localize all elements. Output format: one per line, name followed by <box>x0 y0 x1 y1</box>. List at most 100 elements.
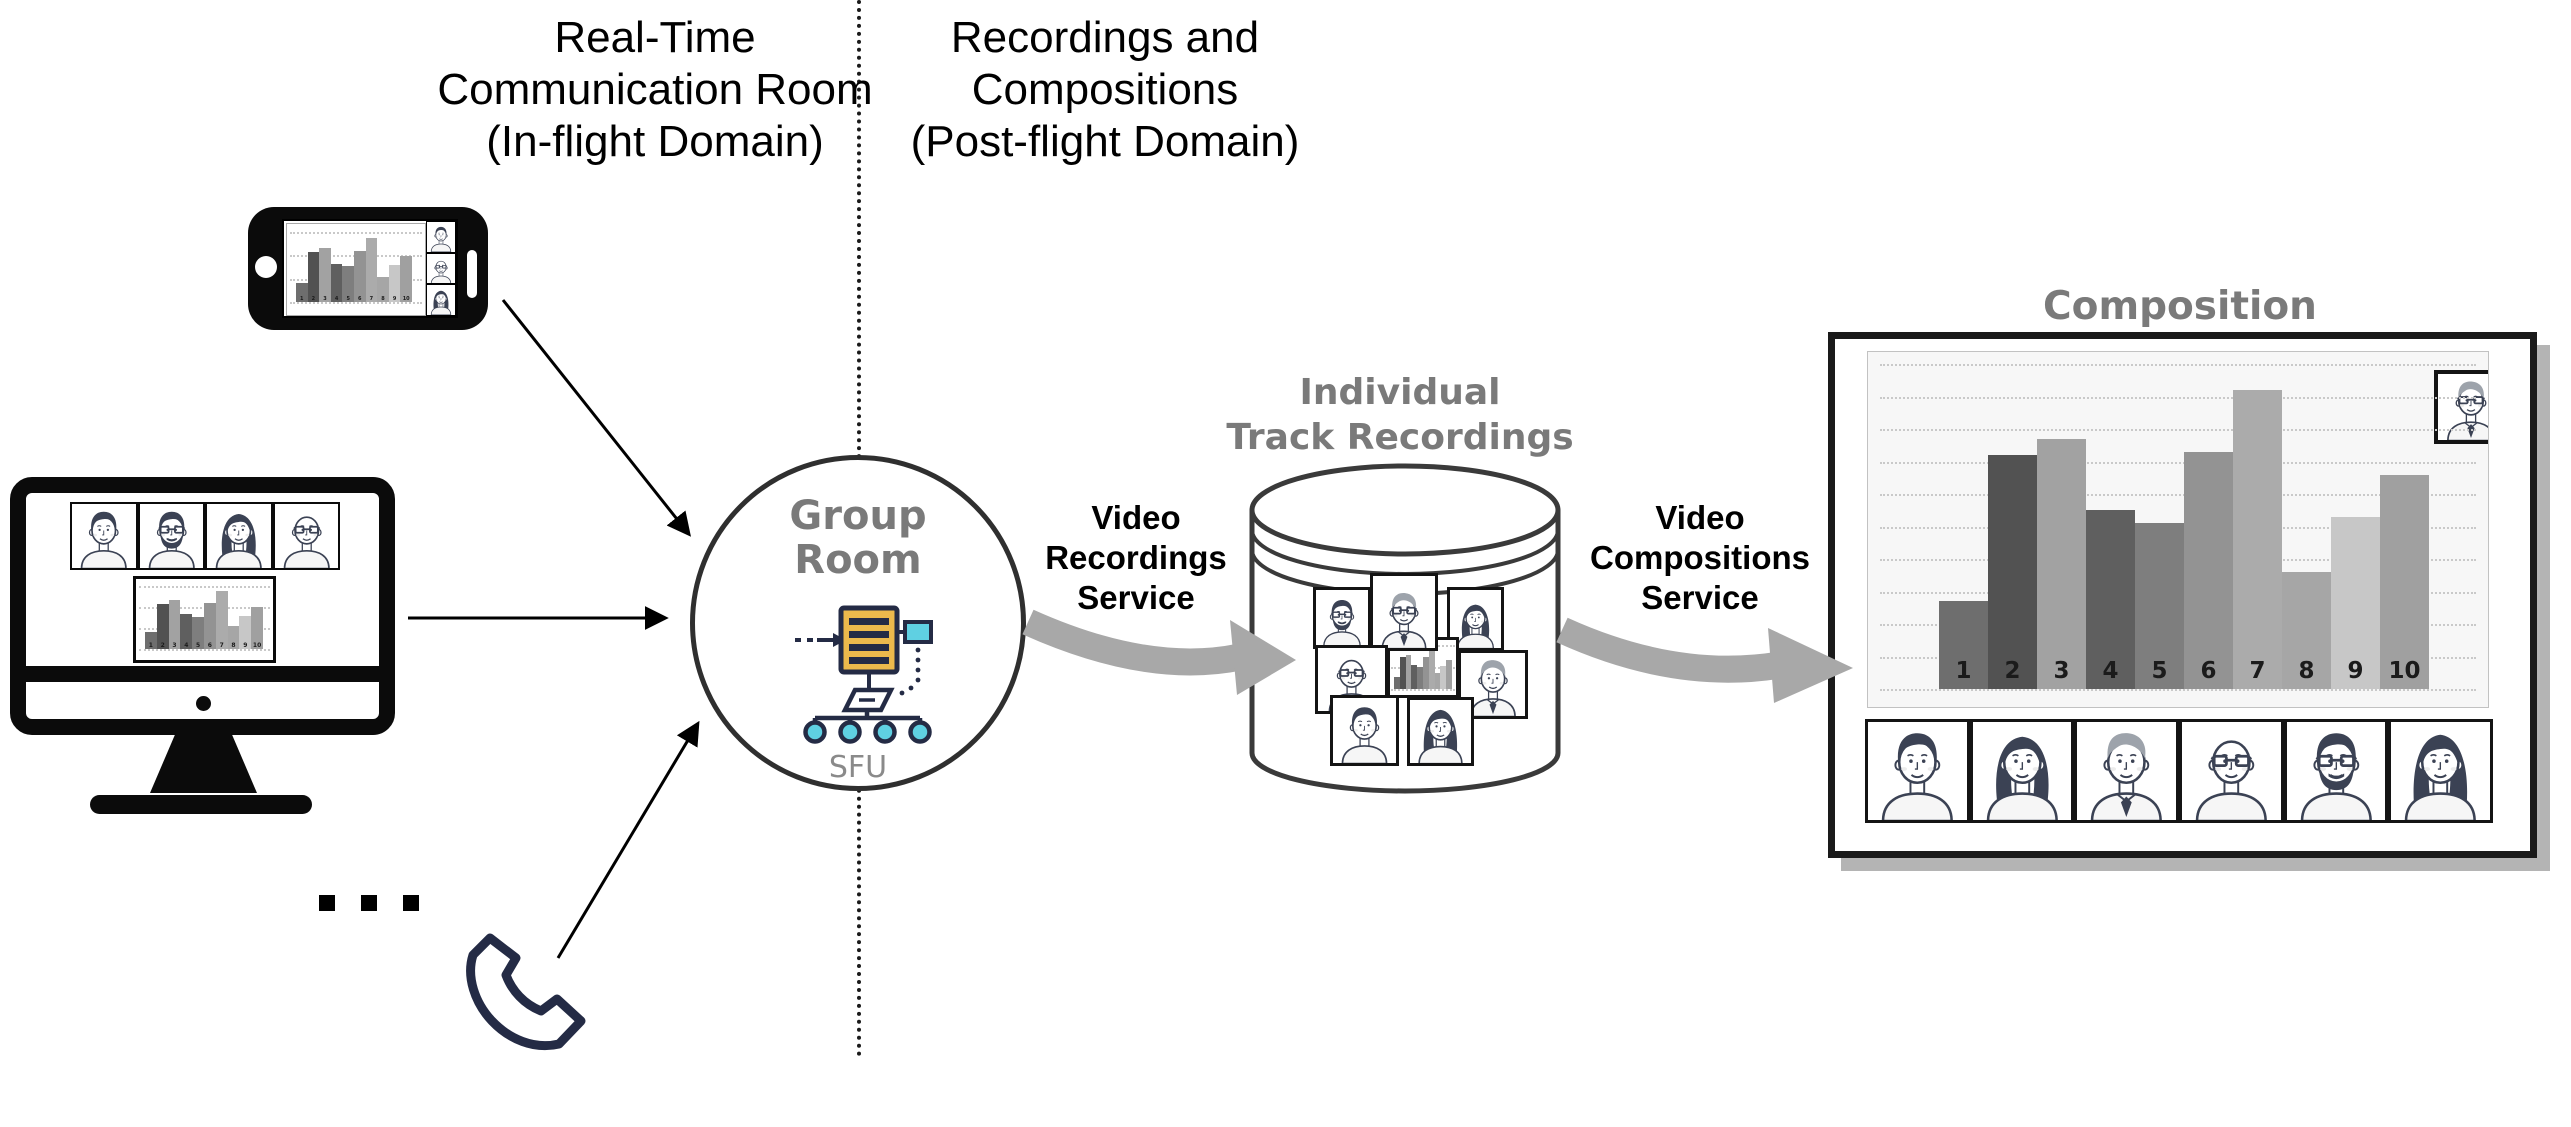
composition-title: Composition <box>2043 284 2317 329</box>
chart-x-label: 5 <box>346 296 350 302</box>
title-line: Compositions <box>971 65 1239 114</box>
chart-bar-10 <box>400 255 412 302</box>
recorded-track-card-man <box>1330 695 1399 766</box>
chart-x-label: 9 <box>392 296 397 302</box>
chart-x-label: 10 <box>402 296 410 302</box>
participant-thumbnail-man <box>70 502 138 570</box>
chart-x-label: 8 <box>2298 658 2315 684</box>
strip-participant-man <box>1865 719 1970 823</box>
chart-bar-4 <box>330 263 343 302</box>
chart-bar-5 <box>192 616 204 649</box>
device-to-room-arrows <box>408 299 700 959</box>
chart-x-label: 6 <box>207 642 212 649</box>
chart-x-label: 5 <box>2151 658 2168 684</box>
recorded-track-card-woman2 <box>1407 697 1474 766</box>
in-flight-domain-title: Real-Time Communication Room (In-flight … <box>380 12 930 168</box>
chart-gridline <box>289 232 423 234</box>
recorded-track-card-tieGlasses <box>1370 573 1438 651</box>
chart-bar-6 <box>204 603 216 649</box>
chart-x-label: 8 <box>381 296 385 302</box>
monitor-band <box>26 666 379 682</box>
chart-x-label: 7 <box>2249 658 2266 684</box>
chart-bar-2 <box>1988 455 2037 689</box>
chart-x-label: 2 <box>2004 658 2021 684</box>
strip-participant-tie <box>2074 719 2180 823</box>
chart-gridline <box>138 586 271 588</box>
participant-thumbnail-woman <box>205 502 273 570</box>
chart-x-label: 5 <box>196 642 201 649</box>
strip-participant-woman2 <box>2388 719 2494 823</box>
chart-bar-10 <box>251 607 263 649</box>
chart-bar-8 <box>227 626 240 649</box>
chart-bar-1 <box>296 283 308 302</box>
chart-x-label: 3 <box>172 642 177 649</box>
chart-gridline <box>1880 364 2476 366</box>
smartphone-speaker <box>467 250 477 298</box>
chart-bar-10 <box>2380 474 2429 689</box>
chart-x-label: 8 <box>231 642 236 649</box>
sfu-icon <box>791 592 937 744</box>
chart-x-label: 3 <box>2053 658 2070 684</box>
chart-bar-7 <box>1428 648 1435 689</box>
phone-to-room-arrow <box>501 299 691 537</box>
title-line: Communication Room <box>437 65 873 114</box>
chart-bar-7 <box>215 591 228 649</box>
chart-gridline <box>289 302 423 304</box>
chart-bar-9 <box>2331 516 2380 689</box>
chart-bar-8 <box>2282 572 2331 689</box>
chart-bar-7 <box>2233 390 2282 689</box>
ellipsis-dot <box>319 895 335 911</box>
participant-thumbnail-bald <box>426 252 456 285</box>
ellipsis-dot <box>361 895 377 911</box>
chart-x-label: 9 <box>2347 658 2364 684</box>
chart-bar-4 <box>1411 664 1418 689</box>
chart-x-label: 10 <box>252 642 262 649</box>
recorded-track-card-beard <box>1313 587 1371 649</box>
chart-gridline <box>1880 396 2476 399</box>
title-line: (Post-flight Domain) <box>910 117 1300 166</box>
monitor-stand-neck <box>150 733 257 793</box>
chart-x-label: 4 <box>2102 658 2119 684</box>
chart-bar-2 <box>156 603 169 649</box>
chart-x-label: 6 <box>2200 658 2217 684</box>
chart-x-label: 4 <box>334 296 339 302</box>
chart-bar-8 <box>377 276 389 302</box>
chart-gridline <box>1880 494 2476 496</box>
monitor-stand-base <box>90 795 312 814</box>
participant-strip <box>1865 719 2494 823</box>
chart-bar-7 <box>365 237 378 302</box>
chart-bar-4 <box>2086 510 2135 689</box>
ellipsis-dot <box>403 895 419 911</box>
chart-bar-1 <box>145 631 157 649</box>
title-line: (In-flight Domain) <box>486 117 824 166</box>
chart-bar-6 <box>354 250 366 302</box>
chart-bar-3 <box>319 248 331 302</box>
group-room-circle: Group Room <box>690 455 1026 791</box>
compositions-arrow-shaft <box>1556 617 1783 683</box>
sfu-label: SFU <box>828 750 888 785</box>
chart-bar-2 <box>1399 657 1406 689</box>
chart-bar-6 <box>1423 656 1429 689</box>
monitor-camera-dot <box>196 696 211 711</box>
participant-thumbnail-man <box>426 221 456 253</box>
chart-gridline <box>1880 461 2476 464</box>
chart-x-label: 1 <box>300 296 304 302</box>
chart-bar-3 <box>1405 655 1412 689</box>
chart-x-label: 7 <box>219 642 224 649</box>
chart-x-label: 1 <box>1955 658 1972 684</box>
chart-bar-1 <box>1394 677 1400 689</box>
title-line: Recordings and <box>950 13 1260 62</box>
chart-bar-3 <box>168 600 181 649</box>
chart-bar-5 <box>342 266 354 302</box>
chart-bar-9 <box>239 615 252 649</box>
participant-thumbnail-beard <box>137 502 205 570</box>
chart-x-label: 6 <box>358 296 362 302</box>
chart-x-label: 2 <box>160 642 165 649</box>
strip-participant-bald <box>2179 719 2284 823</box>
recordings-arrow-shaft <box>1022 609 1243 676</box>
